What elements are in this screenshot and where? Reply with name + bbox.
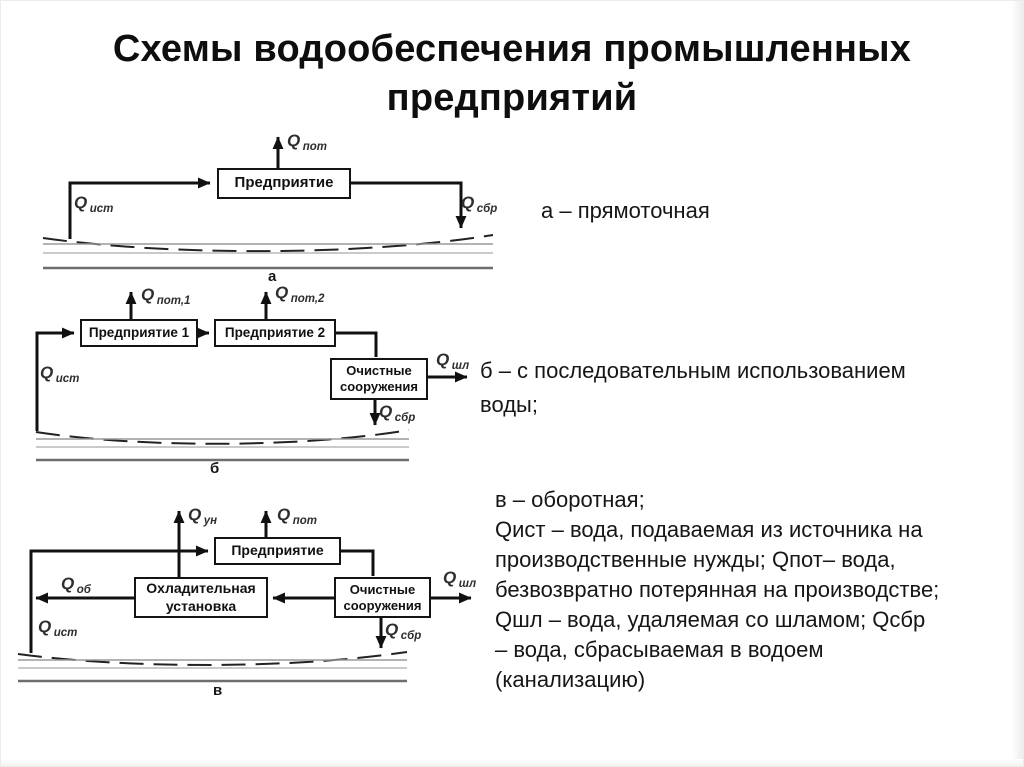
box-cooling-v-line1: Охладительная [146,580,256,597]
diagram-a-wires [68,136,467,239]
box-enterprise-a-label: Предприятие [234,174,334,192]
river-b [35,429,410,462]
box-cooling-v-line2: установка [165,597,237,614]
box-treatment-b-line1: Очистные [346,363,412,379]
box-cooling-v: Охладительная установка [134,577,268,618]
legend-line-2: Qист – вода, подаваемая из источника на [495,517,923,542]
box-treatment-b: Очистные сооружения [330,358,428,400]
arrow-a-discharge [351,181,467,229]
arrow-v-feed [29,545,209,653]
box-enterprise2-b: Предприятие 2 [214,319,336,347]
page-title: Схемы водообеспечения промышленных предп… [112,28,912,120]
caption-b-line1: б – с последовательным использованием [480,358,906,383]
legend-line-7: (канализацию) [495,667,646,692]
caption-b-line2: воды; [480,392,538,417]
diagram-v-wires [29,510,472,653]
diagram-a-letter: а [268,268,277,285]
legend-line-3: производственные нужды; Qпот– вода, [495,547,896,572]
caption-b: б – с последовательным использованием во… [480,354,906,422]
box-enterprise-v: Предприятие [214,537,341,565]
legend-v: в – оборотная; Qист – вода, подаваемая и… [495,485,939,695]
legend-line-4: безвозвратно потерянная на производстве; [495,577,940,602]
box-enterprise-a: Предприятие [217,168,351,199]
river-a-bank [42,234,494,253]
box-treatment-v-line2: сооружения [343,597,422,613]
river-b-bank [35,429,410,445]
box-enterprise2-b-label: Предприятие 2 [224,324,326,340]
arrow-b-feed [35,327,75,431]
legend-line-5: Qшл – вода, удаляемая со шламом; Qсбр [495,607,926,632]
river-v-bank [17,651,408,666]
legend-line-6: – вода, сбрасываемая в водоем [495,637,824,662]
slide-bottom-edge [1,759,1023,766]
diagram-b-wires [35,291,468,431]
line-v-ent-treatment [341,549,375,576]
diagram-b-letter: б [210,460,220,477]
box-treatment-v-line1: Очистные [349,581,416,597]
arrow-a-feed [68,177,211,239]
caption-a: а – прямоточная [541,198,710,223]
legend-line-1: в – оборотная; [495,487,645,512]
line-b-ent2-treatment [336,331,378,357]
river-v [17,651,408,683]
slide-right-edge [1011,1,1023,766]
box-treatment-b-line2: сооружения [340,379,418,394]
box-enterprise1-b-label: Предприятие 1 [88,324,190,340]
diagram-v-letter: в [213,682,223,699]
river-a [42,234,494,270]
box-treatment-v: Очистные сооружения [334,577,431,618]
box-enterprise-v-label: Предприятие [231,542,324,559]
box-enterprise1-b: Предприятие 1 [80,319,198,347]
